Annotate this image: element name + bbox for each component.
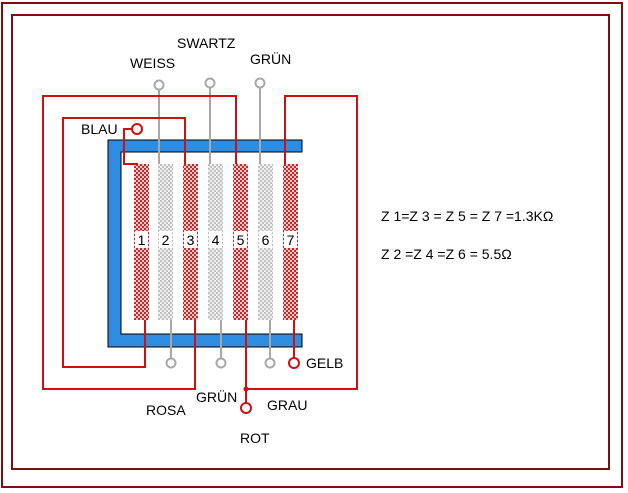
outer-frame [1,2,623,488]
red-wires [42,95,358,403]
winding-number-5: 5 [237,232,245,248]
terminal-blau [131,123,143,135]
transformer-core [107,139,303,348]
terminal-gruen-top [254,77,266,89]
winding-number-2: 2 [162,232,170,248]
winding-number-6: 6 [262,232,270,248]
impedance-equation-2: Z 2 =Z 4 =Z 6 = 5.5Ω [381,246,512,262]
label-swartz: SWARTZ [177,35,236,51]
terminal-rot [240,402,252,414]
label-weiss: WEISS [130,55,175,71]
terminal-bottom-1 [165,357,177,369]
winding-number-1: 1 [138,232,146,248]
inner-frame [11,14,610,470]
winding-number-7: 7 [287,232,295,248]
grey-terminals [153,77,276,369]
label-rosa: ROSA [146,402,186,418]
grey-wires [158,88,271,358]
label-grau: GRAU [267,397,307,413]
red-terminals [131,123,300,414]
terminal-weiss [153,79,165,91]
label-gruen-bottom: GRÜN [196,388,237,405]
terminal-swartz [204,77,216,89]
label-rot: ROT [240,430,270,446]
terminal-gelb [288,357,300,369]
wire-labels: WEISS SWARTZ GRÜN BLAU GELB ROSA GRÜN GR… [81,35,343,446]
terminal-bottom-2 [215,357,227,369]
winding-numbers: 1 2 3 4 5 6 7 [135,231,297,248]
label-gruen-top: GRÜN [250,50,291,67]
terminal-bottom-3 [264,357,276,369]
junction-dot [243,386,249,392]
winding-number-4: 4 [212,232,220,248]
impedance-equation-1: Z 1=Z 3 = Z 5 = Z 7 =1.3KΩ [381,208,553,224]
winding-number-3: 3 [187,232,195,248]
label-gelb: GELB [306,355,343,371]
label-blau: BLAU [81,121,118,137]
